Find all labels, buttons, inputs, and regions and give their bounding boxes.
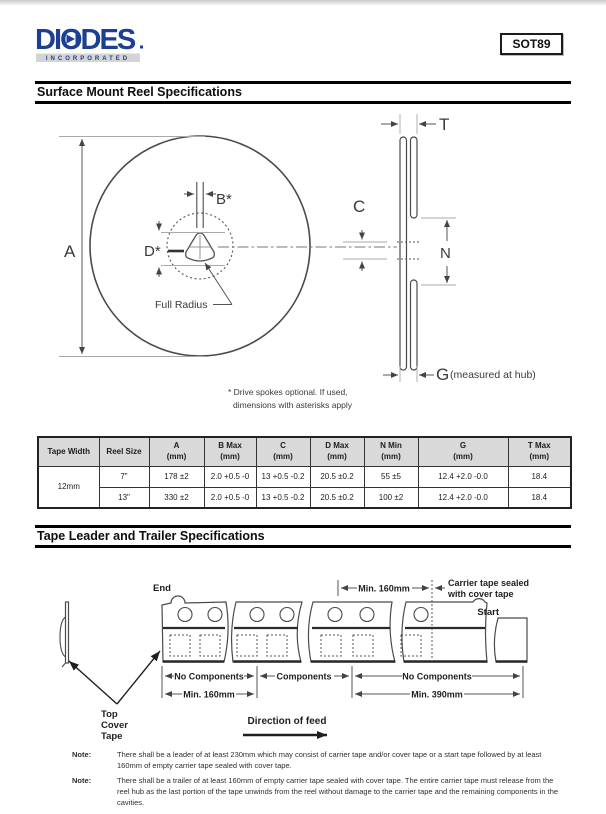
note-label: Note: — [72, 750, 92, 759]
label-end: End — [153, 583, 171, 594]
cell-g: 12.4 +2.0 -0.0 — [417, 486, 509, 509]
col-g: G(mm) — [417, 436, 509, 467]
label-components: Components — [277, 672, 332, 682]
cell-t-max: 18.4 — [507, 465, 572, 488]
dim-T: T — [381, 114, 449, 134]
table-header-row: Tape Width Reel Size A(mm) B Max(mm) C(m… — [37, 436, 572, 467]
reel-spec-table: Tape Width Reel Size A(mm) B Max(mm) C(m… — [37, 436, 572, 509]
sprocket-holes — [177, 606, 429, 623]
brand-wordmark: DIODES — [35, 24, 136, 56]
reel-footnote: * Drive spokes optional. If used, dimens… — [228, 386, 352, 412]
cell-d-max: 20.5 ±0.2 — [309, 486, 365, 509]
component-cavities — [169, 634, 422, 657]
label-carrier-sealed-1: Carrier tape sealed — [448, 578, 529, 588]
dim-A: A — [59, 136, 205, 357]
reel-diagram: A B* D* Full Radius — [59, 114, 536, 384]
cell-n-min: 100 ±2 — [363, 486, 419, 509]
cell-t-max: 18.4 — [507, 486, 572, 509]
label-start: Start — [477, 607, 499, 618]
trademark-dot — [140, 45, 143, 49]
cell-reel-size: 13" — [98, 486, 150, 509]
label-T: T — [439, 115, 449, 134]
col-b-max: B Max(mm) — [203, 436, 257, 467]
cell-tape-width: 12mm — [37, 465, 100, 509]
table-row: 13" 330 ±2 2.0 +0.5 -0 13 +0.5 -0.2 20.5… — [38, 486, 572, 509]
reel-outline — [89, 135, 311, 357]
diode-symbol-icon — [66, 34, 78, 44]
cell-d-max: 20.5 ±0.2 — [309, 465, 365, 488]
col-tape-width: Tape Width — [37, 436, 100, 467]
label-G: G — [436, 365, 449, 384]
carrier-tape-strip — [161, 580, 528, 663]
col-d-max: D Max(mm) — [309, 436, 365, 467]
full-radius-callout: Full Radius — [155, 262, 233, 311]
label-N: N — [440, 245, 451, 262]
label-cover-3: Tape — [101, 731, 122, 742]
cell-b-max: 2.0 +0.5 -0 — [203, 486, 257, 509]
note-text: There shall be a trailer of at least 160… — [117, 776, 559, 807]
label-cover-2: Cover — [101, 720, 128, 731]
label-cover-1: Top — [101, 709, 118, 720]
col-reel-size: Reel Size — [98, 436, 150, 467]
dim-B: B* — [184, 182, 232, 228]
tape-diagram: Min. 160mm Carrier tape sealed with cove… — [59, 578, 529, 742]
direction-of-feed: Direction of feed — [243, 716, 327, 739]
cell-c: 13 +0.5 -0.2 — [255, 486, 311, 509]
cell-a: 330 ±2 — [148, 486, 205, 509]
label-min390: Min. 390mm — [411, 690, 463, 700]
dim-N: N — [421, 217, 456, 286]
cell-reel-size: 7" — [98, 465, 150, 488]
col-a: A(mm) — [148, 436, 205, 467]
label-carrier-sealed-2: with cover tape — [447, 589, 514, 599]
cell-n-min: 55 ±5 — [363, 465, 419, 488]
label-no-components-left: No Components — [174, 672, 244, 682]
note-text: There shall be a leader of at least 230m… — [117, 750, 542, 770]
col-t-max: T Max(mm) — [507, 436, 572, 467]
dim-C: C — [343, 197, 387, 271]
region-dimensions: No Components Components No Components M… — [161, 666, 524, 700]
label-min160-bottom: Min. 160mm — [183, 690, 235, 700]
cover-tape-profile — [59, 601, 70, 668]
label-A: A — [64, 242, 76, 261]
cell-a: 178 ±2 — [148, 465, 205, 488]
table-row: 12mm 7" 178 ±2 2.0 +0.5 -0 13 +0.5 -0.2 … — [37, 465, 572, 509]
page-top-shadow — [0, 0, 606, 6]
cell-c: 13 +0.5 -0.2 — [255, 465, 311, 488]
incorporated-bar — [36, 53, 140, 62]
label-no-components-right: No Components — [402, 672, 472, 682]
cell-b-max: 2.0 +0.5 -0 — [203, 465, 257, 488]
reel-section-title: Surface Mount Reel Specifications — [35, 81, 571, 104]
package-name: SOT89 — [512, 37, 551, 51]
reel-side-view — [397, 136, 420, 371]
hub-circle — [166, 212, 234, 280]
label-C: C — [353, 197, 365, 216]
top-cover-tape-callout: Top Cover Tape — [68, 650, 161, 742]
dim-G: G (measured at hub) — [383, 365, 536, 384]
note-label: Note: — [72, 776, 92, 785]
cell-g: 12.4 +2.0 -0.0 — [417, 465, 509, 488]
col-n-min: N Min(mm) — [363, 436, 419, 467]
brand-subtext: INCORPORATED — [46, 56, 130, 62]
label-B: B* — [216, 191, 232, 208]
package-badge: SOT89 — [500, 33, 563, 55]
footnote-line2: dimensions with asterisks apply — [233, 400, 353, 411]
diodes-logo: DIODES INCORPORATED — [35, 24, 143, 62]
col-c: C(mm) — [255, 436, 311, 467]
label-full-radius: Full Radius — [155, 299, 208, 311]
hub-trefoil — [184, 232, 216, 262]
label-min160-top: Min. 160mm — [358, 584, 410, 594]
dim-D: D* — [144, 221, 225, 277]
label-G-note: (measured at hub) — [450, 369, 536, 381]
footnote-line1: * Drive spokes optional. If used, — [228, 387, 348, 397]
label-D: D* — [144, 243, 161, 260]
dim-min160-top: Min. 160mm Carrier tape sealed with cove… — [337, 578, 529, 599]
tape-section-title: Tape Leader and Trailer Specifications — [35, 525, 571, 548]
label-direction-of-feed: Direction of feed — [248, 716, 327, 727]
